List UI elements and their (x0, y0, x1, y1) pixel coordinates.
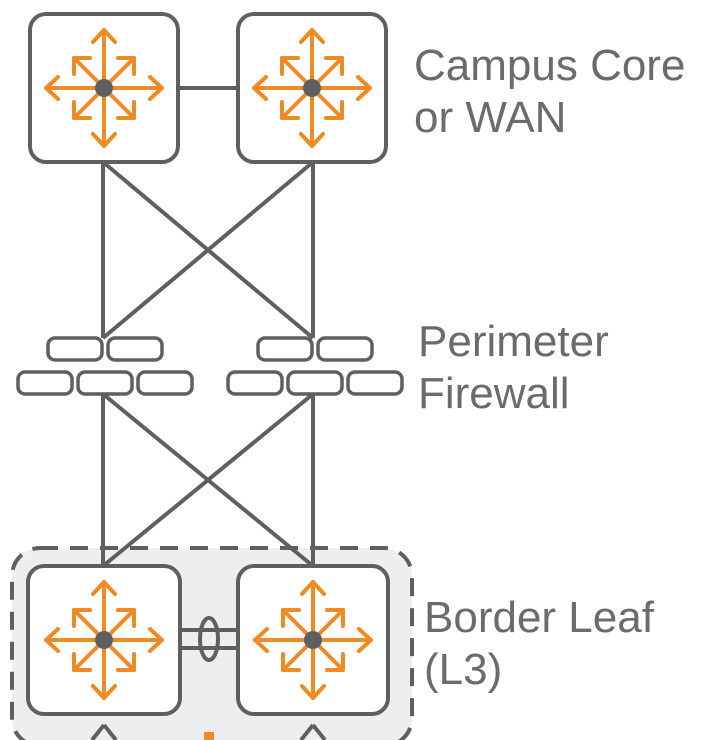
brick-wall-icon (226, 336, 404, 396)
downlink-marker (204, 732, 214, 740)
campus-core-label-line1: Campus Core (414, 41, 686, 90)
campus-core-label: Campus Core or WAN (414, 40, 685, 144)
core-switch-right (236, 12, 388, 164)
border-leaf-label: Border Leaf (L3) (424, 592, 654, 696)
perimeter-firewall-label: Perimeter Firewall (418, 316, 609, 420)
firewall-border-links (101, 392, 315, 568)
border-leaf-label-line2: (L3) (424, 645, 503, 694)
link-aggregation-oval-icon (198, 616, 220, 662)
core-switch-left (28, 12, 180, 164)
core-firewall-links (101, 160, 315, 340)
border-leaf-switch-right (236, 564, 390, 716)
brick-wall-icon (16, 336, 194, 396)
border-leaf-label-line1: Border Leaf (424, 593, 654, 642)
border-leaf-lag (180, 616, 238, 662)
firewall-right (226, 336, 404, 396)
perimeter-firewall-label-line1: Perimeter (418, 317, 609, 366)
campus-core-label-line2: or WAN (414, 93, 567, 142)
downlink-stubs (90, 723, 327, 740)
perimeter-firewall-label-line2: Firewall (418, 369, 570, 418)
border-leaf-switch-left (26, 564, 182, 716)
firewall-left (16, 336, 194, 396)
